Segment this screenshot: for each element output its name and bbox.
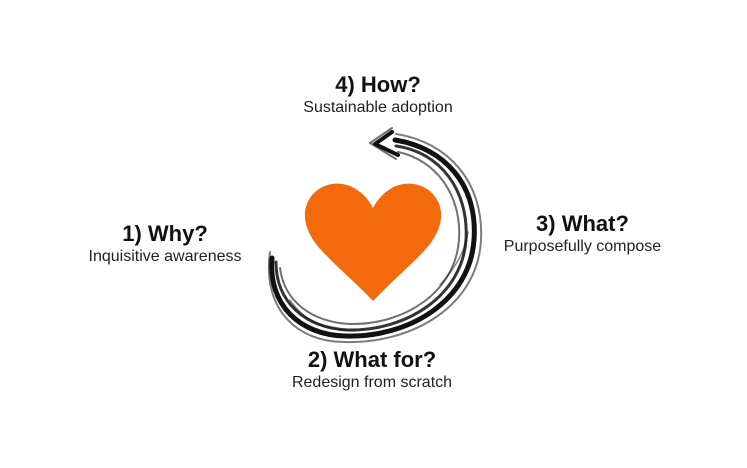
step-how-subtitle: Sustainable adoption <box>303 99 453 116</box>
step-what-title: 3) What? <box>536 211 629 236</box>
step-why-title: 1) Why? <box>122 221 208 246</box>
step-why: 1) Why? Inquisitive awareness <box>80 221 250 267</box>
step-what-subtitle: Purposefully compose <box>503 238 662 255</box>
circular-arrow-icon <box>267 127 483 344</box>
step-what: 3) What? Purposefully compose <box>495 211 670 257</box>
step-how: 4) How? Sustainable adoption <box>298 72 458 118</box>
step-what-for: 2) What for? Redesign from scratch <box>282 347 462 393</box>
heart-icon <box>304 183 442 301</box>
step-what-for-title: 2) What for? <box>307 347 437 372</box>
step-what-for-subtitle: Redesign from scratch <box>291 374 453 391</box>
step-why-subtitle: Inquisitive awareness <box>88 248 242 265</box>
step-how-title: 4) How? <box>335 72 421 97</box>
